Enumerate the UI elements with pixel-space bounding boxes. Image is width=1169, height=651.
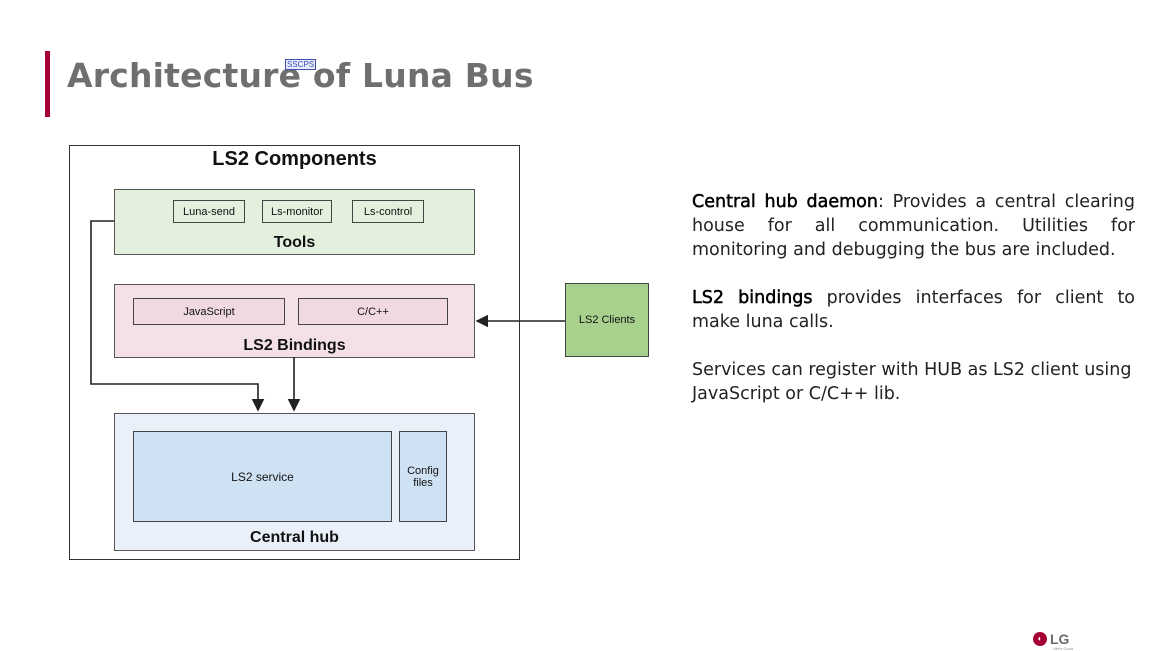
tools-to-hub-arrow xyxy=(90,220,265,412)
tools-label: Tools xyxy=(273,234,316,251)
ls2-components-diagram: LS2 Components Luna-send Ls-monitor Ls-c… xyxy=(69,145,520,560)
ls-control-box: Ls-control xyxy=(352,200,424,223)
ls2-service-box: LS2 service xyxy=(133,431,392,522)
central-hub-group: LS2 service Config files Central hub xyxy=(114,413,475,551)
lg-logo-text: LG xyxy=(1050,631,1070,647)
bindings-label: LS2 Bindings xyxy=(243,337,346,354)
desc-ls2-bindings: LS2 bindings provides interfaces for cli… xyxy=(692,288,1136,332)
inline-tag-badge: SSCPS xyxy=(285,59,317,70)
javascript-box: JavaScript xyxy=(133,298,285,325)
central-hub-label: Central hub xyxy=(250,529,339,546)
cpp-box: C/C++ xyxy=(298,298,448,325)
desc-services: Services can register with HUB as LS2 cl… xyxy=(692,360,1132,404)
config-files-box: Config files xyxy=(399,431,447,522)
diagram-title: LS2 Components xyxy=(212,148,377,170)
ls-monitor-box: Ls-monitor xyxy=(262,200,332,223)
title-accent-bar xyxy=(45,51,50,117)
lg-logo-icon: ◐ xyxy=(1033,632,1047,646)
lg-logo: ◐ LG xyxy=(1033,631,1069,647)
tools-group: Luna-send Ls-monitor Ls-control Tools xyxy=(114,189,475,255)
bindings-group: JavaScript C/C++ LS2 Bindings xyxy=(114,284,475,358)
desc-central-hub: Central hub daemon: Provides a central c… xyxy=(692,192,1135,260)
luna-send-box: Luna-send xyxy=(173,200,245,223)
lg-tagline: Life's Good xyxy=(1053,646,1074,651)
ls2-clients-box: LS2 Clients xyxy=(565,283,649,357)
